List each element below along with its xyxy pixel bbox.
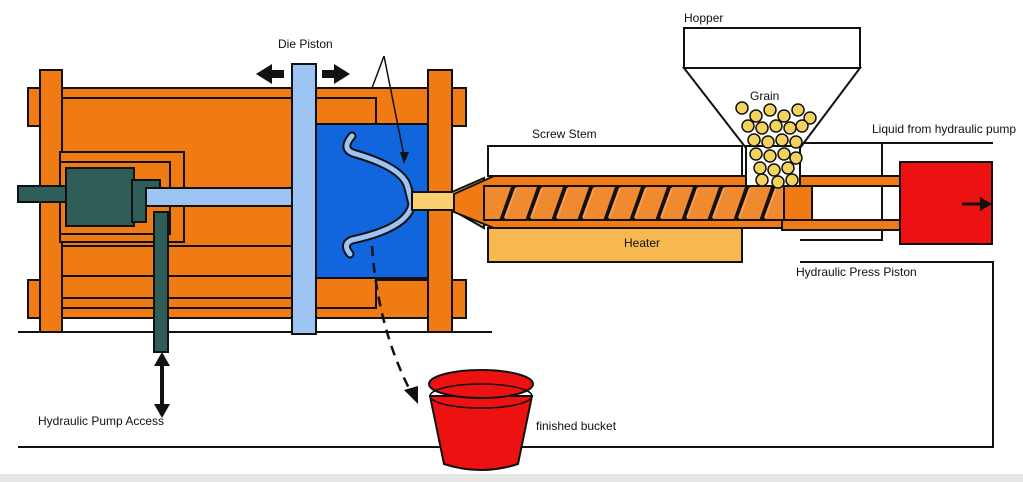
ejection-dashed-line <box>370 245 414 395</box>
finished-bucket-shape <box>428 369 534 471</box>
injection-unit <box>453 145 903 263</box>
screw-rod-lower <box>781 219 903 231</box>
pointer-line-2 <box>383 55 405 157</box>
cylinder-inlet-pipe <box>17 185 69 203</box>
hydraulic-press-piston <box>899 161 993 245</box>
ejection-arrowhead-icon <box>404 386 418 404</box>
pump-access-arrow <box>154 352 170 418</box>
hydraulic-cylinder <box>17 167 169 353</box>
arrow-down-icon <box>154 404 170 418</box>
molded-part <box>344 133 415 257</box>
arrow-left-icon <box>256 64 284 84</box>
grain-pellets <box>735 101 817 189</box>
label-hopper: Hopper <box>684 11 723 25</box>
die-piston-pointer <box>371 55 409 164</box>
label-screw-stem: Screw Stem <box>532 127 597 141</box>
mold <box>315 123 429 279</box>
label-hydraulic-press-piston: Hydraulic Press Piston <box>796 265 917 279</box>
pump-access-pipe <box>153 211 169 353</box>
cylinder-body <box>65 167 135 227</box>
label-heater: Heater <box>624 236 660 250</box>
screw-flights <box>499 185 777 221</box>
die-piston-arrows <box>256 64 350 84</box>
heater-box <box>487 227 743 263</box>
bucket-body <box>428 395 534 471</box>
label-finished-bucket: finished bucket <box>536 419 617 433</box>
pointer-arrowhead-icon <box>400 152 409 164</box>
label-hydraulic-pump-access: Hydraulic Pump Access <box>38 414 164 428</box>
arrow-up-icon <box>154 352 170 366</box>
label-die-piston: Die Piston <box>278 37 333 51</box>
bottom-band <box>0 474 1023 482</box>
hopper-top <box>683 27 861 69</box>
label-liquid-from-pump: Liquid from hydraulic pump <box>872 122 1016 136</box>
ejection-path <box>370 245 418 404</box>
screw-stem-box <box>487 145 743 177</box>
pointer-line-1 <box>371 55 385 89</box>
hopper <box>681 27 862 189</box>
bucket-rim-inner <box>429 383 533 409</box>
label-grain: Grain <box>750 89 779 103</box>
press-arrow-icon <box>980 197 992 211</box>
die-piston <box>145 63 317 335</box>
piston-plate <box>291 63 317 335</box>
piston-rod <box>145 187 295 207</box>
arrow-right-icon <box>322 64 350 84</box>
screw-flights-highlight <box>504 187 777 219</box>
